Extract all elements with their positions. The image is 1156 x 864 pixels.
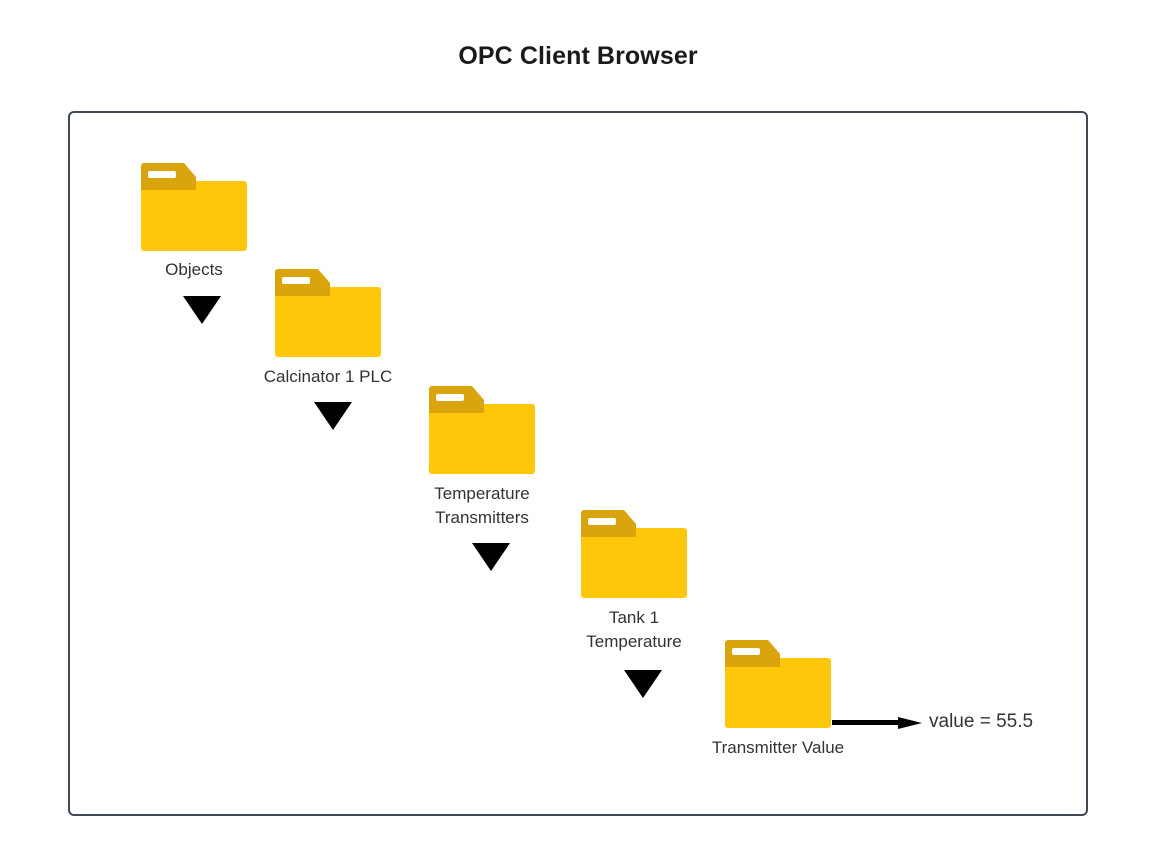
down-arrow-icon <box>624 670 662 698</box>
down-arrow-icon <box>314 402 352 430</box>
folder-icon <box>581 510 687 598</box>
node-objects[interactable] <box>141 163 247 251</box>
folder-tab <box>429 386 485 414</box>
arrow-head <box>898 717 922 729</box>
node-label-objects: Objects <box>165 260 223 279</box>
folder-tab <box>275 269 331 297</box>
node-label-transmitter-value: Transmitter Value <box>711 738 845 757</box>
node-temperature-transmitters[interactable] <box>429 386 535 474</box>
folder-icon <box>141 163 247 251</box>
node-label-calcinator-1-plc: Calcinator 1 PLC <box>263 367 393 386</box>
folder-slot <box>731 647 761 655</box>
folder-icon <box>275 269 381 357</box>
folder-icon <box>725 640 831 728</box>
right-arrow-icon <box>832 717 922 729</box>
page-title: OPC Client Browser <box>458 42 698 70</box>
folder-body <box>725 657 831 728</box>
node-label-tank-1-temperature: Tank 1 Temperature <box>586 608 682 651</box>
folder-body <box>429 403 535 474</box>
folder-icon <box>429 386 535 474</box>
folder-body <box>141 180 247 251</box>
folder-slot <box>587 517 617 525</box>
node-label-temperature-transmitters: Temperature Transmitters <box>434 484 530 527</box>
node-calcinator-1-plc[interactable] <box>275 269 381 357</box>
folder-tab <box>141 163 197 191</box>
diagram-frame: Objects Calcinator 1 PLC Temperature Tra… <box>68 111 1088 816</box>
folder-slot <box>281 276 311 284</box>
folder-slot <box>435 393 465 401</box>
folder-tab <box>581 510 637 538</box>
node-tank-1-temperature[interactable] <box>581 510 687 598</box>
down-arrow-icon <box>183 296 221 324</box>
folder-tab <box>725 640 781 668</box>
node-transmitter-value[interactable] <box>725 640 831 728</box>
folder-body <box>581 527 687 598</box>
value-readout: value = 55.5 <box>929 711 1034 732</box>
down-arrow-icon <box>472 543 510 571</box>
arrow-shaft <box>832 720 900 725</box>
folder-slot <box>147 170 177 178</box>
folder-body <box>275 286 381 357</box>
